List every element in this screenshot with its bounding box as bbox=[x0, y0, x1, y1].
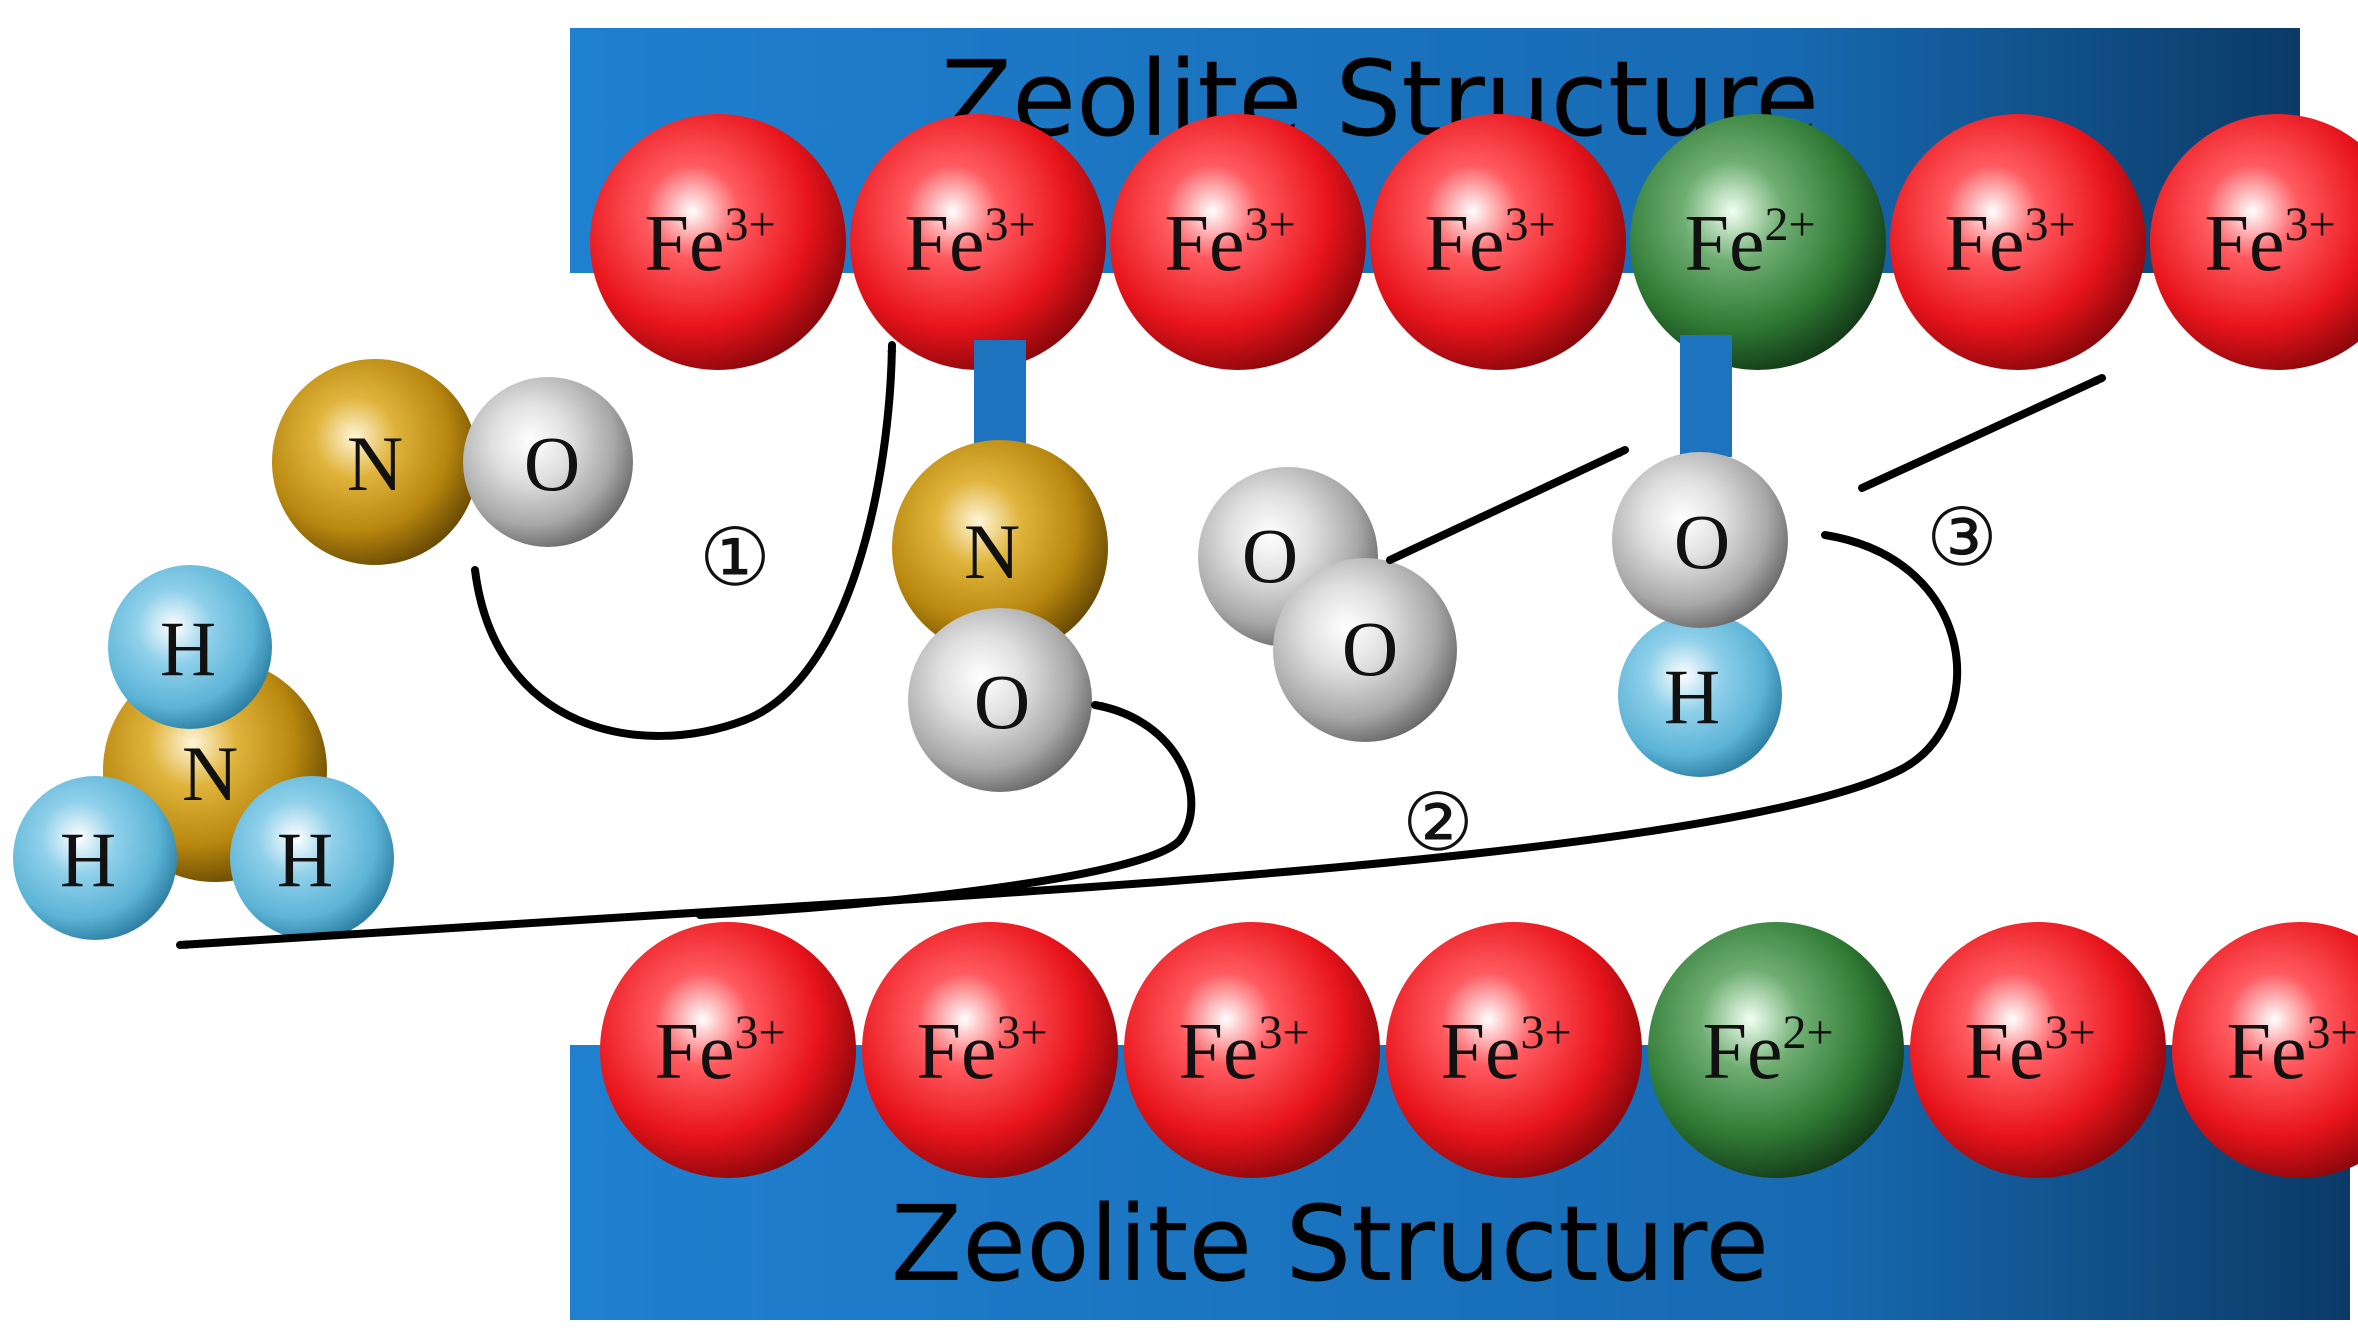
adsorbed-no-n-label: N bbox=[964, 508, 1020, 595]
bond-fe-oh bbox=[1680, 335, 1732, 457]
bottom-iron-atom-7-label: Fe3+ bbox=[2226, 1006, 2357, 1096]
ammonia-n-label: N bbox=[182, 730, 238, 817]
free-no-molecule: N O bbox=[272, 359, 633, 565]
top-iron-atom-3 bbox=[1110, 114, 1366, 370]
top-iron-atom-2 bbox=[850, 114, 1106, 370]
ammonia-hydrogen-atom-left bbox=[13, 776, 177, 940]
arrow-step-2-branch bbox=[696, 701, 1196, 919]
bottom-iron-row: Fe3+ Fe3+ Fe3+ Fe3+ Fe2+ Fe3+ Fe3+ bbox=[600, 922, 2358, 1178]
zeolite-top-label: Zeolite Structure bbox=[941, 38, 1819, 160]
top-iron-atom-2-label: Fe3+ bbox=[904, 198, 1035, 288]
hydroxyl-o-label: O bbox=[1674, 498, 1730, 585]
bottom-iron-atom-6 bbox=[1910, 922, 2166, 1178]
ammonia-h1-label: H bbox=[160, 605, 216, 692]
top-iron-row: Fe3+ Fe3+ Fe3+ Fe3+ Fe2+ Fe3+ Fe3+ bbox=[590, 114, 2358, 370]
adsorbed-no-oxygen-atom bbox=[908, 608, 1092, 792]
bottom-iron-atom-2-label: Fe3+ bbox=[916, 1006, 1047, 1096]
free-no-o-label: O bbox=[524, 420, 580, 507]
top-iron-atom-7-label: Fe3+ bbox=[2204, 198, 2335, 288]
step-1-label: ① bbox=[699, 511, 771, 604]
top-iron-atom-5-label: Fe2+ bbox=[1684, 198, 1815, 288]
oxygen-atom-1-label: O bbox=[1242, 512, 1298, 599]
free-no-nitrogen-atom bbox=[272, 359, 478, 565]
bottom-iron-atom-3-label: Fe3+ bbox=[1178, 1006, 1309, 1096]
ammonia-hydrogen-atom-top bbox=[108, 565, 272, 729]
top-iron-atom-1 bbox=[590, 114, 846, 370]
adsorbed-no-molecule: N O bbox=[892, 440, 1108, 792]
bottom-iron-atom-5 bbox=[1648, 922, 1904, 1178]
hydroxyl-hydrogen-atom bbox=[1618, 613, 1782, 777]
oxygen-atom-2 bbox=[1273, 558, 1457, 742]
top-iron-atom-6 bbox=[1890, 114, 2146, 370]
bottom-iron-atom-6-label: Fe3+ bbox=[1964, 1006, 2095, 1096]
free-no-oxygen-atom bbox=[463, 377, 633, 547]
hydroxyl-h-label: H bbox=[1664, 653, 1720, 740]
top-iron-atom-7 bbox=[2150, 114, 2358, 370]
ammonia-molecule: N H H H bbox=[13, 565, 394, 940]
step-2-label: ② bbox=[1402, 776, 1474, 869]
arrow-oxygen-to-hydroxyl bbox=[1386, 446, 1629, 564]
ammonia-h3-label: H bbox=[277, 816, 333, 903]
hydroxyl-group: O H bbox=[1612, 452, 1788, 777]
ammonia-h2-label: H bbox=[60, 816, 116, 903]
adsorbed-no-nitrogen-atom bbox=[892, 440, 1108, 656]
bottom-iron-atom-3 bbox=[1124, 922, 1380, 1178]
arrow-step-2-main bbox=[176, 531, 1962, 949]
bottom-iron-atom-2 bbox=[862, 922, 1118, 1178]
bottom-iron-atom-1 bbox=[600, 922, 856, 1178]
bottom-iron-atom-1-label: Fe3+ bbox=[654, 1006, 785, 1096]
zeolite-bottom-label: Zeolite Structure bbox=[891, 1183, 1769, 1305]
bottom-iron-atom-7 bbox=[2172, 922, 2358, 1178]
arrow-step-1 bbox=[471, 341, 897, 740]
oxygen-atom-2-label: O bbox=[1342, 605, 1398, 692]
top-iron-atom-6-label: Fe3+ bbox=[1944, 198, 2075, 288]
bottom-iron-atom-4-label: Fe3+ bbox=[1440, 1006, 1571, 1096]
top-iron-atom-5 bbox=[1630, 114, 1886, 370]
top-iron-atom-4-label: Fe3+ bbox=[1424, 198, 1555, 288]
arrow-step-3 bbox=[1858, 374, 2106, 492]
hydroxyl-oxygen-atom bbox=[1612, 452, 1788, 628]
free-no-n-label: N bbox=[347, 420, 403, 507]
oxygen-molecule: O O bbox=[1198, 467, 1457, 742]
top-iron-atom-1-label: Fe3+ bbox=[644, 198, 775, 288]
step-3-label: ③ bbox=[1926, 491, 1998, 584]
bottom-iron-atom-4 bbox=[1386, 922, 1642, 1178]
adsorbed-no-o-label: O bbox=[974, 658, 1030, 745]
bottom-iron-atom-5-label: Fe2+ bbox=[1702, 1006, 1833, 1096]
ammonia-hydrogen-atom-right bbox=[230, 776, 394, 940]
top-iron-atom-4 bbox=[1370, 114, 1626, 370]
top-iron-atom-3-label: Fe3+ bbox=[1164, 198, 1295, 288]
